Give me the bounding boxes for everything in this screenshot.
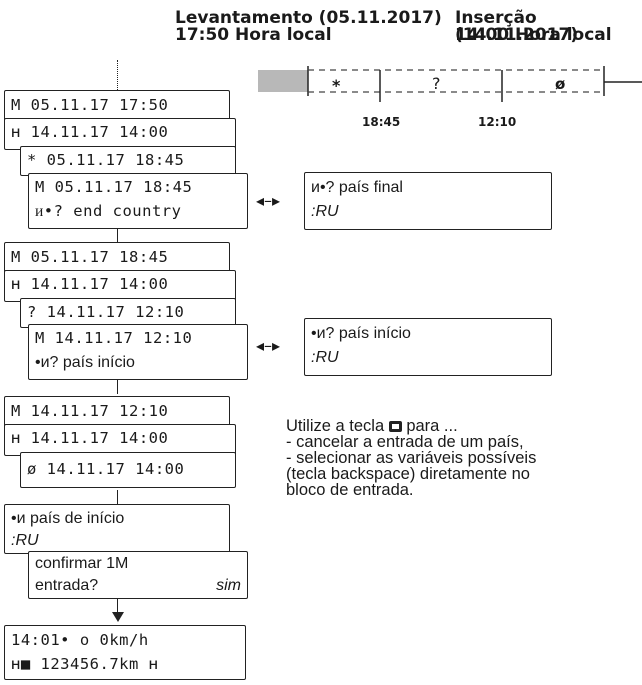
display-line: ʜ■ 123456.7km ʜ	[11, 655, 159, 673]
display-line: :RU	[11, 532, 39, 549]
display-line: 14:01• o 0km/h	[11, 631, 149, 649]
backspace-key-icon	[388, 421, 402, 432]
display-line: •ᴎ? país início	[311, 325, 411, 342]
display-start-country-confirm: •ᴎ país de início :RU	[4, 504, 230, 554]
display-line: * 05.11.17 18:45	[27, 151, 185, 169]
display-insertion-time-3: ʜ 14.11.17 14:00	[4, 424, 236, 456]
display-line: :RU	[311, 349, 339, 366]
down-arrow-icon	[112, 612, 124, 622]
display-line: ʜ 14.11.17 14:00	[11, 275, 169, 293]
header-insertion-line1: Inserção (14.11.2017)	[455, 8, 579, 45]
display-line: M 14.11.17 12:10	[35, 329, 193, 347]
display-confirm-entry: confirmar 1M entrada? sim	[28, 551, 248, 599]
display-rest-entry: * 05.11.17 18:45	[20, 146, 236, 176]
activity-timeline	[258, 66, 642, 102]
note-text: - selecionar as variáveis possíveis	[286, 449, 537, 467]
display-line: M 05.11.17 17:50	[11, 96, 169, 114]
display-line: ? 14.11.17 12:10	[27, 303, 185, 321]
display-removal-time: M 05.11.17 17:50	[4, 90, 230, 122]
note-text: - cancelar a entrada de um país,	[286, 433, 524, 451]
display-line: •ᴎ? país início	[35, 354, 135, 371]
display-line: ʜ 14.11.17 14:00	[11, 429, 169, 447]
flow-connector	[117, 60, 118, 90]
note-text: para ...	[406, 417, 458, 435]
header-removal-line1: Levantamento (05.11.2017)	[175, 8, 442, 28]
display-end-country-prompt: M 05.11.17 18:45 ᴎ•? end country	[28, 173, 248, 229]
instruction-note: Utilize a tecla para ... - cancelar a en…	[286, 417, 537, 499]
note-text: (tecla backspace) diretamente no	[286, 465, 530, 483]
timeline-symbol-unknown: ?	[432, 74, 441, 93]
flow-connector	[117, 376, 118, 394]
timeline-time-1210: 12:10	[478, 115, 517, 129]
timeline-symbol-rest: *	[332, 76, 341, 95]
display-line: ø 14.11.17 14:00	[27, 460, 185, 478]
display-line: M 05.11.17 18:45	[35, 178, 193, 196]
display-line: ᴎ•? end country	[35, 202, 182, 220]
double-arrow-icon: ◂–▸	[256, 336, 281, 355]
note-text: Utilize a tecla	[286, 417, 385, 435]
flow-connector	[117, 598, 118, 618]
header-insertion-line2: 14:00 Hora local	[455, 25, 612, 45]
timeline-symbol-availability: ø	[555, 75, 566, 93]
display-availability-entry: ø 14.11.17 14:00	[20, 452, 236, 488]
display-line: entrada?	[35, 577, 99, 594]
display-start-country-prompt: M 14.11.17 12:10 •ᴎ? país início	[28, 324, 248, 380]
display-line: confirmar 1M	[35, 555, 129, 572]
confirm-yes-option[interactable]: sim	[216, 577, 241, 594]
display-insertion-time-2: ʜ 14.11.17 14:00	[4, 270, 236, 302]
flow-connector	[117, 228, 118, 244]
timeline-bar-removed	[258, 70, 308, 92]
double-arrow-icon: ◂–▸	[256, 191, 281, 210]
header-removal-line2: 17:50 Hora local	[175, 25, 332, 45]
display-end-country-side: ᴎ•? país final :RU	[304, 172, 552, 230]
timeline-time-1845: 18:45	[362, 115, 401, 129]
display-line: ᴎ•? país final	[311, 179, 403, 196]
flow-connector	[117, 490, 118, 504]
display-start-country-side: •ᴎ? país início :RU	[304, 318, 552, 376]
display-line: ʜ 14.11.17 14:00	[11, 123, 169, 141]
display-line: :RU	[311, 203, 339, 220]
display-line: M 05.11.17 18:45	[11, 248, 169, 266]
display-line: •ᴎ país de início	[11, 510, 125, 527]
display-standard-view: 14:01• o 0km/h ʜ■ 123456.7km ʜ	[4, 625, 246, 680]
display-line: M 14.11.17 12:10	[11, 402, 169, 420]
note-text: bloco de entrada.	[286, 481, 414, 499]
